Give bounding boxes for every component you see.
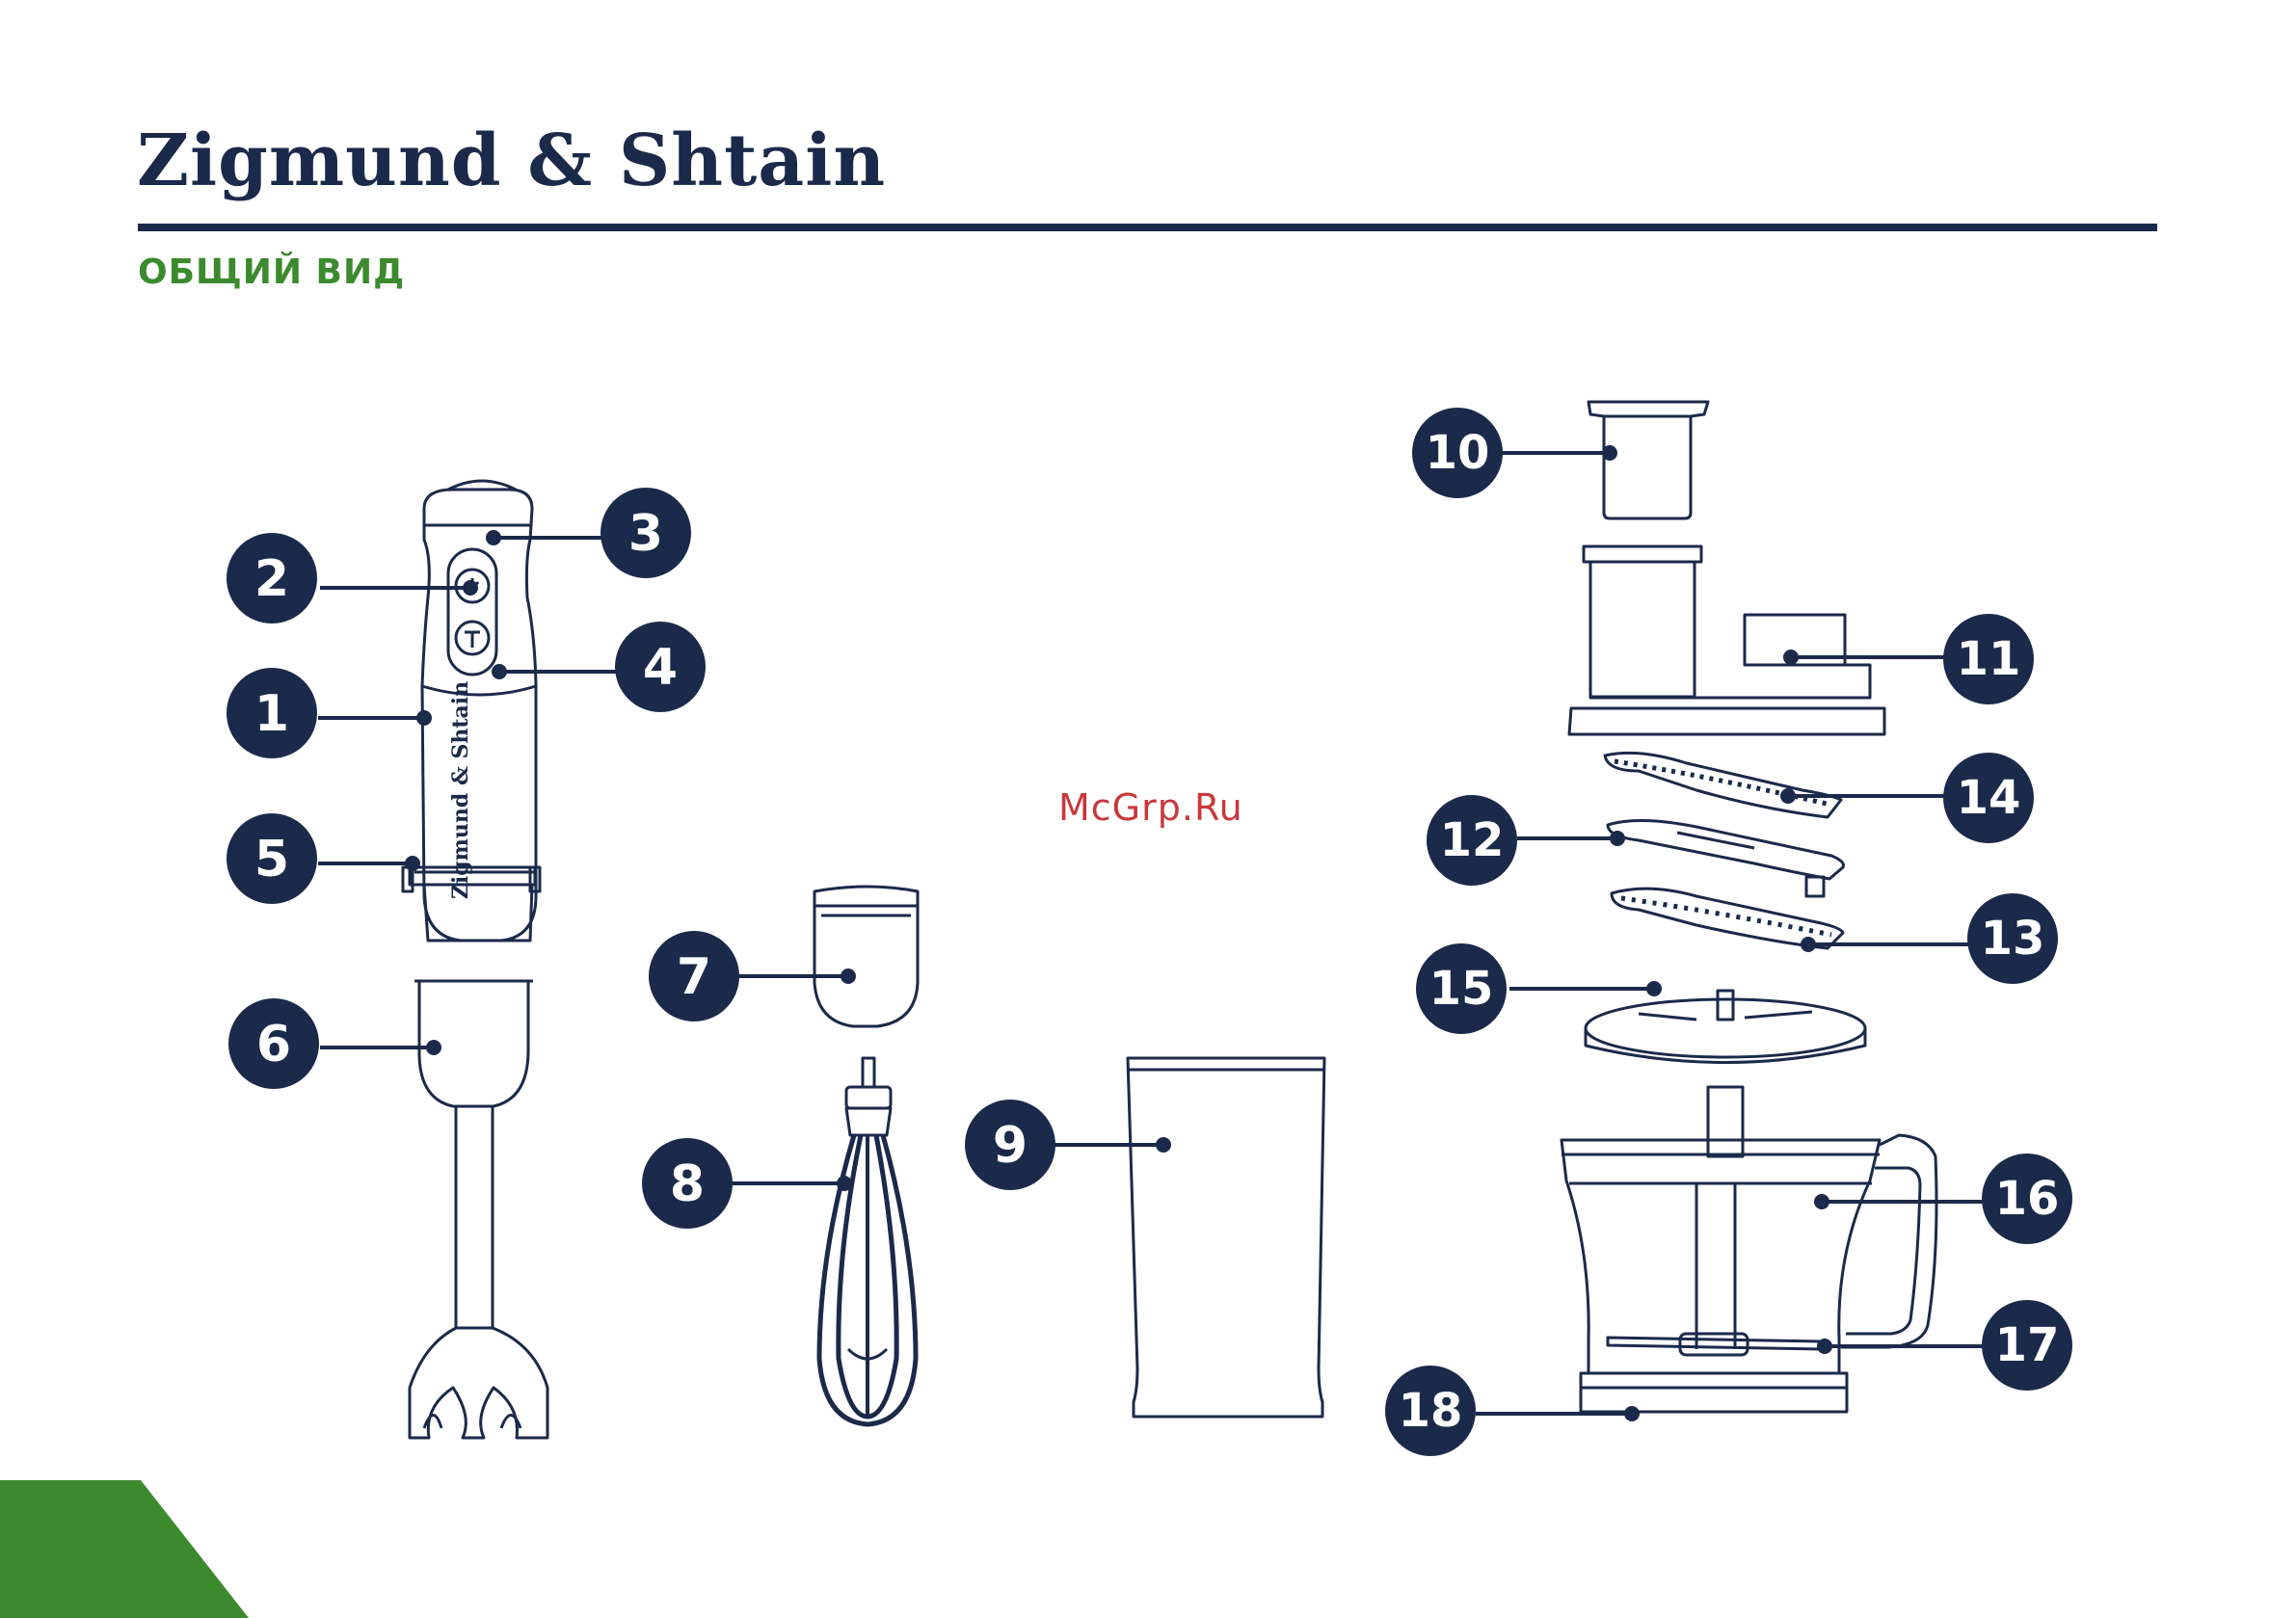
svg-text:5: 5 [254,831,289,889]
svg-text:11: 11 [1957,632,2021,686]
svg-text:6: 6 [256,1016,291,1074]
grating-disc-fine [1605,753,1841,817]
callout-6: 6 [228,998,319,1089]
callout-2: 2 [227,533,317,623]
callout-13: 13 [1967,893,2058,984]
svg-text:14: 14 [1957,771,2021,825]
svg-text:13: 13 [1981,912,2045,966]
whisk-drawing [819,1058,916,1424]
callout-8: 8 [642,1138,733,1229]
device-brand-label: Zigmund & Shtain [448,681,473,899]
svg-text:8: 8 [670,1155,705,1213]
svg-text:10: 10 [1426,426,1490,480]
callout-4: 4 [615,622,706,712]
svg-text:15: 15 [1429,962,1494,1016]
svg-text:17: 17 [1995,1318,2060,1372]
green-corner-decoration [0,1480,249,1618]
svg-text:16: 16 [1995,1172,2060,1226]
svg-text:3: 3 [628,505,663,563]
svg-text:7: 7 [677,948,711,1006]
svg-text:4: 4 [643,639,678,697]
whisk-adapter-drawing [814,887,918,1026]
disc-holder-drawing [1586,991,1865,1156]
slicing-disc [1608,820,1844,896]
callout-10: 10 [1412,408,1503,498]
svg-text:2: 2 [254,550,289,608]
beaker-drawing [1128,1058,1324,1417]
callout-1: 1 [227,668,317,758]
callout-18: 18 [1385,1366,1476,1456]
callout-12: 12 [1427,795,1517,886]
callout-14: 14 [1943,753,2034,843]
processor-bowl-drawing [1562,1135,1936,1412]
svg-text:9: 9 [993,1117,1028,1175]
callout-badges: 1 2 3 4 5 6 7 8 9 10 11 12 13 14 15 16 1… [227,408,2072,1456]
callout-11: 11 [1943,614,2034,704]
callout-16: 16 [1982,1154,2072,1244]
callout-9: 9 [965,1100,1055,1190]
callout-15: 15 [1416,943,1507,1034]
svg-text:18: 18 [1399,1384,1463,1438]
callout-5: 5 [227,813,317,904]
callout-3: 3 [601,488,691,578]
svg-text:1: 1 [254,685,289,743]
processor-lid-drawing [1569,546,1884,734]
callout-7: 7 [649,931,739,1021]
food-pusher-drawing [1589,402,1708,518]
svg-text:12: 12 [1440,813,1505,867]
callout-17: 17 [1982,1300,2072,1391]
